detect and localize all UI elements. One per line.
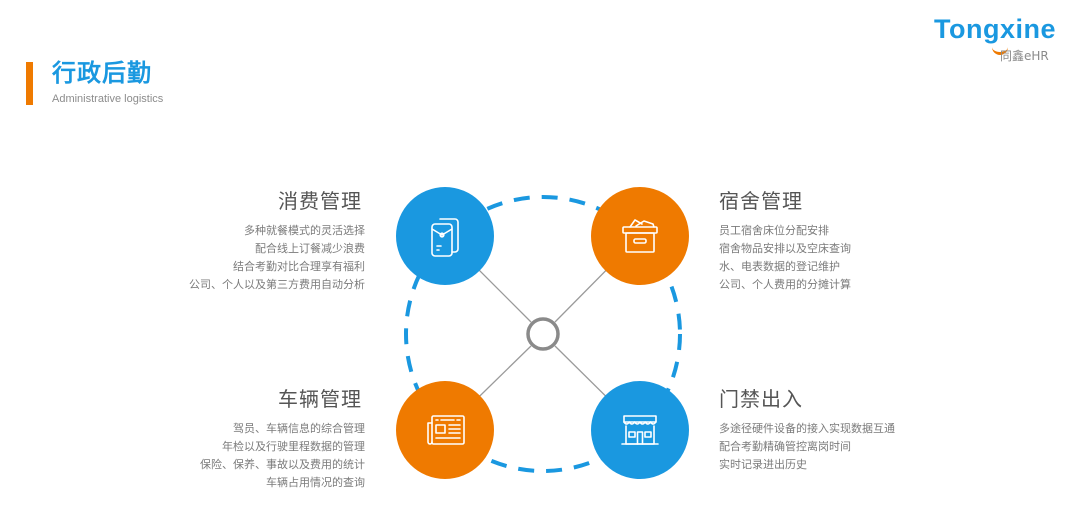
desc-line: 结合考勤对比合理享有福利 [233, 260, 365, 273]
logo-smile-icon [992, 44, 1008, 55]
desc-line: 员工宿舍床位分配安排 [719, 224, 829, 237]
storage-box-icon [622, 219, 658, 253]
desc-line: 年检以及行驶里程数据的管理 [222, 440, 365, 453]
node-title-access: 门禁出入 [719, 387, 803, 411]
brand-logo: Tongxine 同鑫eHR [934, 14, 1064, 64]
desc-line: 水、电表数据的登记维护 [719, 260, 840, 273]
hub-circle [526, 317, 560, 351]
desc-line: 多种就餐模式的灵活选择 [244, 224, 365, 237]
title-accent-bar [26, 62, 33, 105]
node-desc-catering: 多种就餐模式的灵活选择 配合线上订餐减少浪费 结合考勤对比合理享有福利 公司、个… [189, 222, 365, 294]
page-title: 行政后勤 [52, 59, 152, 87]
node-title-dormitory: 宿舍管理 [719, 189, 803, 213]
desc-line: 配合考勤精确管控离岗时间 [719, 440, 851, 453]
desc-line: 公司、个人费用的分摊计算 [719, 278, 851, 291]
storefront-icon [621, 415, 659, 445]
desc-line: 车辆占用情况的查询 [266, 476, 365, 489]
logo-subtext: 同鑫eHR [1000, 49, 1049, 63]
envelope-document-icon [431, 218, 459, 257]
node-dormitory[interactable] [591, 187, 689, 285]
node-catering[interactable] [396, 187, 494, 285]
node-desc-vehicle: 驾员、车辆信息的综合管理 年检以及行驶里程数据的管理 保险、保养、事故以及费用的… [200, 420, 365, 492]
node-title-catering: 消费管理 [278, 189, 362, 213]
logo-wordmark: Tongxine [934, 14, 1056, 44]
desc-line: 多途径硬件设备的接入实现数据互通 [719, 422, 895, 435]
newspaper-icon [427, 415, 465, 445]
desc-line: 实时记录进出历史 [719, 458, 807, 471]
desc-line: 保险、保养、事故以及费用的统计 [200, 458, 365, 471]
node-desc-access: 多途径硬件设备的接入实现数据互通 配合考勤精确管控离岗时间 实时记录进出历史 [719, 420, 895, 474]
desc-line: 驾员、车辆信息的综合管理 [233, 422, 365, 435]
page-subtitle: Administrative logistics [52, 93, 164, 105]
desc-line: 公司、个人以及第三方费用自动分析 [189, 278, 365, 291]
desc-line: 配合线上订餐减少浪费 [255, 242, 365, 255]
dashed-ring [404, 195, 682, 473]
node-desc-dormitory: 员工宿舍床位分配安排 宿舍物品安排以及空床查询 水、电表数据的登记维护 公司、个… [719, 222, 851, 294]
node-access[interactable] [591, 381, 689, 479]
desc-line: 宿舍物品安排以及空床查询 [719, 242, 851, 255]
node-vehicle[interactable] [396, 381, 494, 479]
node-title-vehicle: 车辆管理 [278, 387, 362, 411]
